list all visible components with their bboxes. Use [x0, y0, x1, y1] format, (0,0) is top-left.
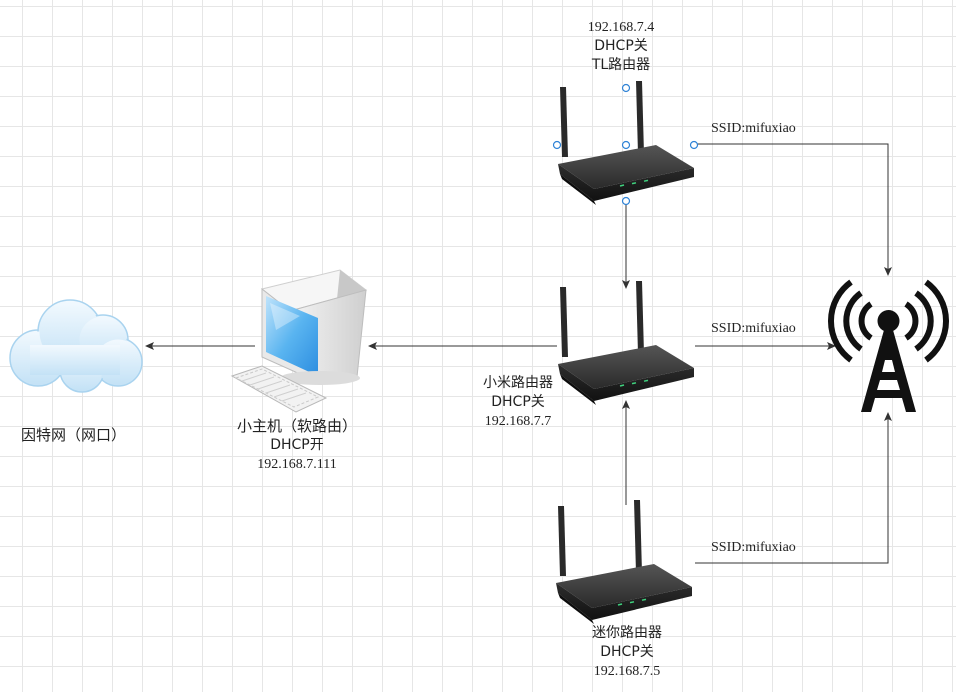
handle-center[interactable] [621, 140, 631, 150]
mini-router-ip: 192.168.7.5 [593, 664, 661, 679]
host-ip: 192.168.7.111 [257, 457, 337, 472]
mini-router-label: 迷你路由器 DHCP关 192.168.7.5 [592, 624, 662, 681]
mi-ssid-label: SSID:mifuxiao [711, 321, 796, 336]
handle-right[interactable] [689, 140, 699, 150]
wireless-tower-icon[interactable] [827, 279, 950, 412]
cloud-icon[interactable] [9, 299, 143, 393]
router-icon[interactable] [555, 499, 693, 625]
router-icon[interactable] [557, 280, 695, 406]
host-name: 小主机（软路由） [236, 417, 358, 435]
tl-router-label: 192.168.7.4 DHCP关 TL路由器 [588, 18, 655, 75]
mi-router-label: 小米路由器 DHCP关 192.168.7.7 [483, 374, 553, 431]
internet-label: 因特网（网口） [21, 426, 127, 444]
connectors [145, 143, 892, 564]
handle-top[interactable] [621, 83, 631, 93]
tl-ssid-label: SSID:mifuxiao [711, 121, 796, 136]
mi-router-ip: 192.168.7.7 [484, 414, 552, 429]
edge-tl-to-tower [694, 143, 892, 276]
tl-router-name: TL路由器 [591, 57, 651, 73]
mini-router-name: 迷你路由器 [592, 625, 662, 641]
edge-mini-to-tower [695, 412, 892, 564]
tl-router-ip: 192.168.7.4 [587, 20, 655, 35]
handle-left[interactable] [552, 140, 562, 150]
mini-router-dhcp: DHCP关 [600, 644, 654, 660]
tl-router-dhcp: DHCP关 [594, 38, 648, 54]
mi-router-dhcp: DHCP关 [491, 394, 545, 410]
host-label: 小主机（软路由） DHCP开 192.168.7.111 [237, 417, 357, 474]
handle-bottom[interactable] [621, 196, 631, 206]
host-dhcp: DHCP开 [270, 437, 324, 453]
computer-icon[interactable] [230, 269, 368, 413]
selection-handles[interactable] [552, 83, 699, 206]
mi-router-name: 小米路由器 [483, 375, 553, 391]
mini-ssid-label: SSID:mifuxiao [711, 540, 796, 555]
